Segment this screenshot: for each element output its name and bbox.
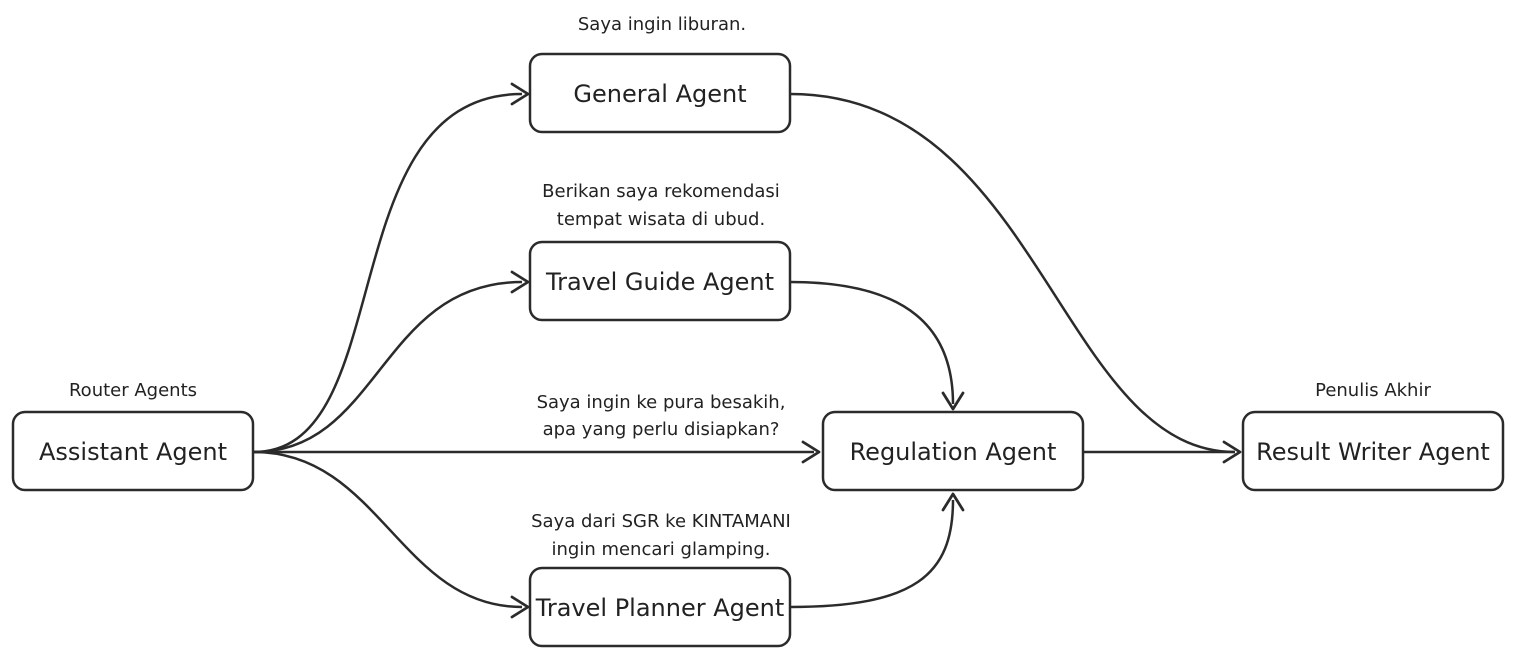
arrowhead-travel-guide: [510, 270, 530, 294]
edge-travel-planner-to-regulation: [789, 499, 955, 609]
arrowhead-travel-planner: [510, 595, 530, 619]
node-general-agent[interactable]: General Agent: [528, 52, 792, 134]
edge-assistant-to-travel-guide: [253, 280, 523, 454]
node-regulation-agent[interactable]: Regulation Agent: [821, 410, 1085, 492]
arrowhead-regulation-top: [941, 391, 965, 411]
node-assistant-agent[interactable]: Assistant Agent: [11, 410, 255, 492]
annotation-travel-planner-example-2: ingin mencari glamping.: [551, 539, 770, 560]
annotation-general-example-1: Saya ingin liburan.: [578, 14, 746, 35]
annotation-regulation-example-1: Saya ingin ke pura besakih,: [537, 392, 786, 413]
regulation-agent-label: Regulation Agent: [850, 438, 1057, 466]
edge-assistant-to-general: [253, 92, 523, 454]
result-writer-agent-label: Result Writer Agent: [1256, 438, 1490, 466]
annotation-travel-guide-example-1: Berikan saya rekomendasi: [542, 181, 780, 202]
node-travel-guide-agent[interactable]: Travel Guide Agent: [528, 240, 792, 322]
annotation-travel-planner-example-1: Saya dari SGR ke KINTAMANI: [531, 511, 791, 532]
edge-travel-guide-to-regulation: [789, 280, 955, 405]
travel-planner-agent-label: Travel Planner Agent: [535, 594, 785, 622]
edge-assistant-to-travel-planner: [253, 450, 523, 609]
arrowhead-general: [510, 82, 530, 106]
general-agent-label: General Agent: [573, 80, 746, 108]
arrowheads: [510, 82, 1242, 619]
annotation-router-role: Router Agents: [69, 380, 197, 401]
annotation-travel-guide-example-2: tempat wisata di ubud.: [557, 209, 765, 230]
assistant-agent-label: Assistant Agent: [39, 438, 227, 466]
annotation-final-role: Penulis Akhir: [1315, 380, 1431, 401]
edges: [253, 92, 1236, 609]
arrowhead-regulation-left: [801, 440, 821, 464]
node-result-writer-agent[interactable]: Result Writer Agent: [1241, 410, 1505, 492]
annotation-regulation-example-2: apa yang perlu disiapkan?: [543, 419, 780, 440]
arrowhead-regulation-bottom: [941, 492, 965, 512]
arrowhead-result-writer: [1222, 440, 1242, 464]
travel-guide-agent-label: Travel Guide Agent: [545, 268, 774, 296]
node-travel-planner-agent[interactable]: Travel Planner Agent: [528, 566, 792, 648]
edge-general-to-result-writer: [789, 92, 1236, 454]
